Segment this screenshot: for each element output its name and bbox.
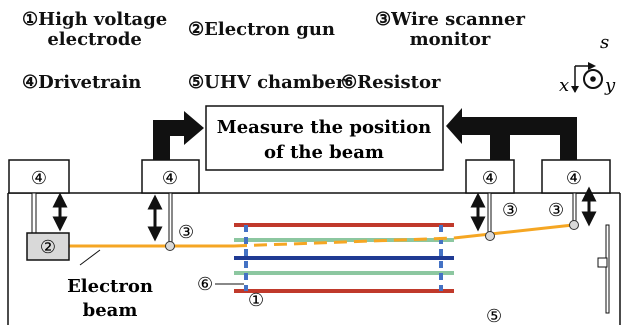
feedback-arrow-left (153, 111, 204, 160)
drivetrain-box-3 (465, 159, 515, 194)
scanner-rod-1 (168, 192, 173, 246)
beam-label-line2: beam (83, 300, 138, 321)
right-support-bracket (597, 257, 608, 268)
wire-scanner-ball-2 (485, 231, 495, 241)
y-axis-out-of-page-icon (583, 69, 603, 89)
drivetrain-box-4 (541, 159, 611, 194)
right-support-rod (605, 224, 610, 314)
resistor-label: ⑥ (197, 274, 213, 295)
coordinate-axes: s x y (559, 32, 616, 96)
scanner-rod-2 (487, 192, 492, 234)
legend-item-1-line2: electrode (47, 29, 142, 50)
legend-item-3-line2: monitor (409, 29, 491, 50)
scanner-label-3: ③ (548, 200, 564, 221)
wire-scanner-ball-1 (165, 241, 175, 251)
measure-box-line2: of the beam (264, 142, 384, 163)
y-axis-dot (590, 76, 596, 82)
drivetrain-label-2: ④ (162, 168, 178, 189)
gun-rod (31, 192, 37, 236)
s-axis-arrowhead (588, 62, 596, 70)
chamber-label: ⑤ (486, 306, 502, 325)
beam-inside-electrodes (233, 236, 455, 248)
drivetrain-label-1: ④ (31, 168, 47, 189)
electron-gun (26, 232, 70, 261)
drivetrain-label-3: ④ (482, 168, 498, 189)
legend-item-5: ⑤UHV chamber (188, 72, 346, 93)
legend-item-3-line1: ③Wire scanner (375, 9, 525, 30)
scanner-label-2: ③ (502, 200, 518, 221)
legend-item-1: ①High voltage electrode (22, 10, 167, 50)
legend-item-4: ④Drivetrain (22, 72, 142, 93)
drivetrain-box-2 (141, 159, 200, 194)
feedback-arrow-right (446, 108, 577, 160)
drivetrain-label-4: ④ (566, 168, 582, 189)
electron-gun-label: ② (40, 237, 56, 258)
beam-label-leader (79, 249, 101, 266)
scanner-label-1: ③ (178, 222, 194, 243)
measure-box: Measure the position of the beam (205, 105, 444, 171)
uhv-chamber (7, 192, 621, 325)
scanner-rod-3 (572, 192, 577, 224)
wire-scanner-ball-3 (569, 220, 579, 230)
x-axis-label: x (559, 75, 569, 96)
s-axis-label: s (600, 32, 609, 53)
beam-label-line1: Electron (67, 276, 153, 297)
x-axis-arrowhead (571, 86, 579, 93)
beam-exit (453, 223, 574, 240)
legend-item-1-line1: ①High voltage (22, 9, 168, 30)
legend-item-2: ②Electron gun (188, 19, 336, 40)
legend-item-6: ⑥Resistor (341, 72, 441, 93)
drivetrain-box-1 (8, 159, 70, 194)
y-axis-label: y (604, 75, 616, 96)
measure-box-line1: Measure the position (217, 117, 431, 138)
legend-item-3: ③Wire scanner monitor (375, 10, 525, 50)
electrode-label: ① (248, 290, 264, 311)
